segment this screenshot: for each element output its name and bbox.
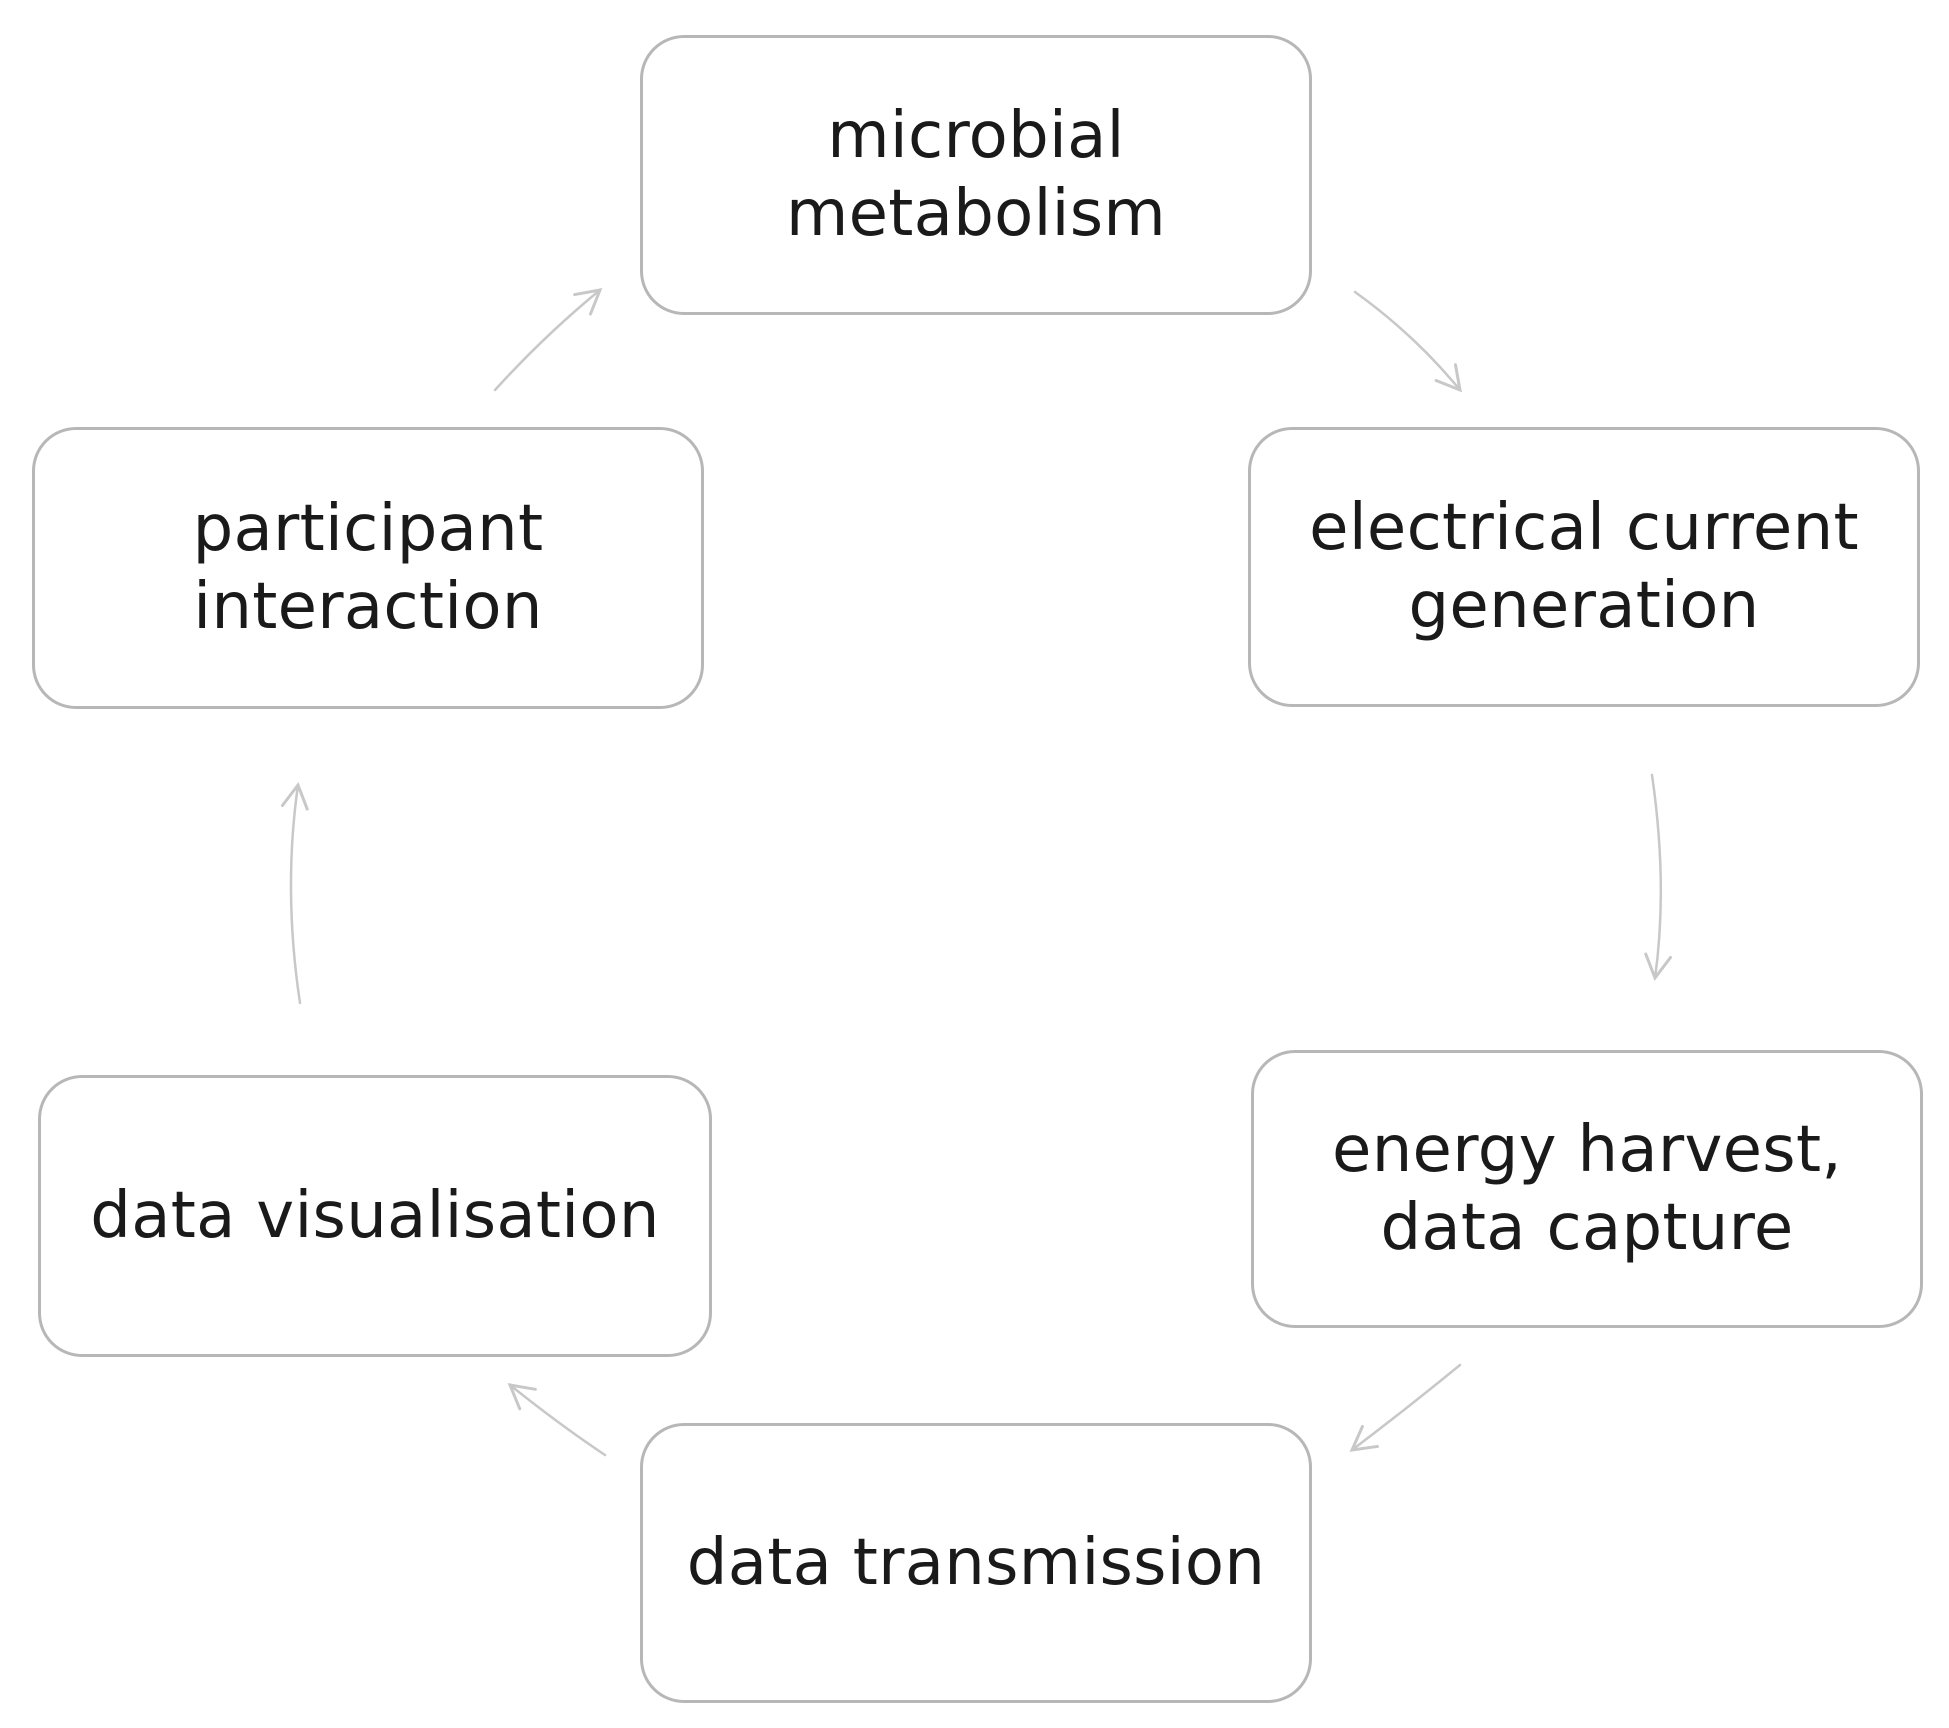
node-label: energy harvest,data capture xyxy=(1332,1113,1842,1265)
arrow-transmission-to-visual xyxy=(507,1383,607,1457)
node-label: data visualisation xyxy=(90,1179,660,1253)
arrow-participant-to-microbial xyxy=(493,288,603,392)
arrow-electrical-to-energy xyxy=(1644,773,1672,982)
node-data-transmission: data transmission xyxy=(640,1423,1312,1703)
arrow-visual-to-participant xyxy=(280,781,309,1005)
node-energy-harvest-data-capture: energy harvest,data capture xyxy=(1251,1050,1923,1328)
arrow-energy-to-transmission xyxy=(1349,1363,1462,1452)
node-label: data transmission xyxy=(686,1526,1266,1600)
arrow-microbial-to-electrical xyxy=(1353,290,1462,393)
node-data-visualisation: data visualisation xyxy=(38,1075,712,1357)
